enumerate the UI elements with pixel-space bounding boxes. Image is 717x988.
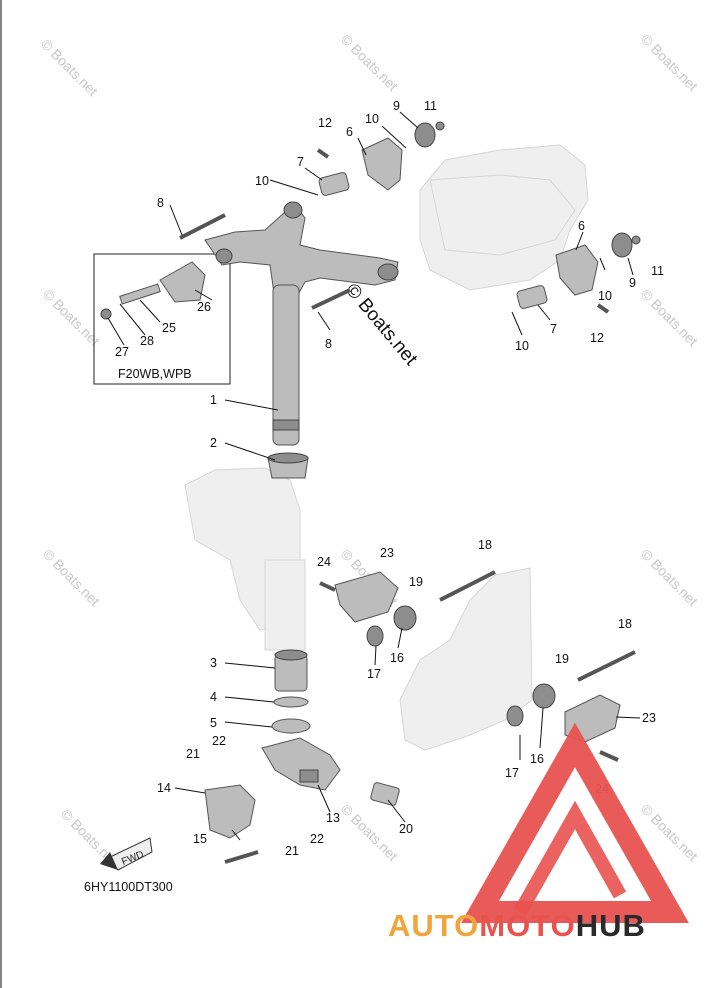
diagram-code: 6HY1100DT300: [84, 880, 173, 894]
callout-10: 10: [365, 112, 379, 126]
steering-shaft: [272, 284, 300, 446]
mount-clamp: [204, 784, 256, 839]
watermark: © Boats.net: [638, 546, 701, 609]
callout-16: 16: [530, 752, 544, 766]
callout-23: 23: [380, 546, 394, 560]
lower-mount-left: [334, 571, 417, 647]
callout-26: 26: [197, 300, 211, 314]
lower-bushing: [274, 649, 308, 692]
callout-25: 25: [162, 321, 176, 335]
callout-23: 23: [642, 711, 656, 725]
leader-lines: [107, 111, 641, 841]
callout-11: 11: [424, 99, 437, 113]
callout-11: 11: [651, 264, 664, 278]
callout-22: 22: [310, 832, 324, 846]
watermark: © Boats.net: [638, 31, 701, 94]
watermark: © Boats.net: [338, 31, 401, 94]
damper-pad: [370, 782, 400, 806]
steering-bracket: [204, 201, 399, 301]
option-frame: [93, 253, 231, 385]
callout-7: 7: [550, 322, 557, 336]
callout-8: 8: [157, 196, 164, 210]
thrust-washer: [271, 718, 311, 734]
callout-13: 13: [326, 811, 340, 825]
callout-16: 16: [390, 651, 404, 665]
callout-19: 19: [409, 575, 423, 589]
callout-3: 3: [210, 656, 217, 670]
callout-4: 4: [210, 690, 217, 704]
callout-8: 8: [325, 337, 332, 351]
upper-mount-left: [318, 122, 436, 196]
option-parts: [100, 261, 206, 320]
callout-19: 19: [555, 652, 569, 666]
callout-20: 20: [399, 822, 413, 836]
callout-27: 27: [115, 345, 129, 359]
callout-10: 10: [598, 289, 612, 303]
callout-15: 15: [193, 832, 207, 846]
callout-17: 17: [367, 667, 381, 681]
callout-17: 17: [505, 766, 519, 780]
logo-text: AUTOMOTOHUB: [388, 908, 646, 943]
washer: [273, 696, 309, 708]
watermark: © Boats.net: [638, 286, 701, 349]
ghost-powerhead: [419, 144, 589, 291]
logo-text-hub: HUB: [576, 908, 646, 943]
callout-6: 6: [578, 219, 585, 233]
logo-text-auto: AUTO: [388, 908, 479, 943]
callout-28: 28: [140, 334, 154, 348]
watermark: © Boats.net: [338, 801, 401, 864]
center-watermark: © Boats.net: [341, 280, 422, 370]
callout-10: 10: [515, 339, 529, 353]
callout-12: 12: [318, 116, 332, 130]
lower-mount-bracket: [261, 737, 341, 791]
callouts: 12 10 9 11 6 7 10 8 6 9 11 10 7 12 8 10 …: [115, 99, 664, 858]
watermark: © Boats.net: [38, 36, 101, 99]
ghost-swivel-casing: [184, 467, 306, 651]
callout-9: 9: [629, 276, 636, 290]
callout-10: 10: [255, 174, 269, 188]
callout-1: 1: [210, 393, 217, 407]
callout-14: 14: [157, 781, 171, 795]
upper-bushing: [267, 452, 309, 479]
option-label: F20WB,WPB: [118, 367, 192, 381]
callout-6: 6: [346, 125, 353, 139]
callout-21: 21: [285, 844, 299, 858]
automotohub-logo: AUTOMOTOHUB: [388, 722, 689, 943]
callout-2: 2: [210, 436, 217, 450]
watermark: © Boats.net: [40, 546, 103, 609]
callout-7: 7: [297, 155, 304, 169]
callout-18: 18: [618, 617, 632, 631]
callout-21: 21: [186, 747, 200, 761]
upper-mount-right: [516, 232, 633, 309]
logo-text-moto: MOTO: [479, 908, 575, 943]
callout-22: 22: [212, 734, 226, 748]
ghost-lower-unit: [399, 567, 533, 751]
callout-12: 12: [590, 331, 604, 345]
callout-9: 9: [393, 99, 400, 113]
callout-24: 24: [317, 555, 331, 569]
callout-18: 18: [478, 538, 492, 552]
callout-5: 5: [210, 716, 217, 730]
bolts: [179, 121, 641, 864]
